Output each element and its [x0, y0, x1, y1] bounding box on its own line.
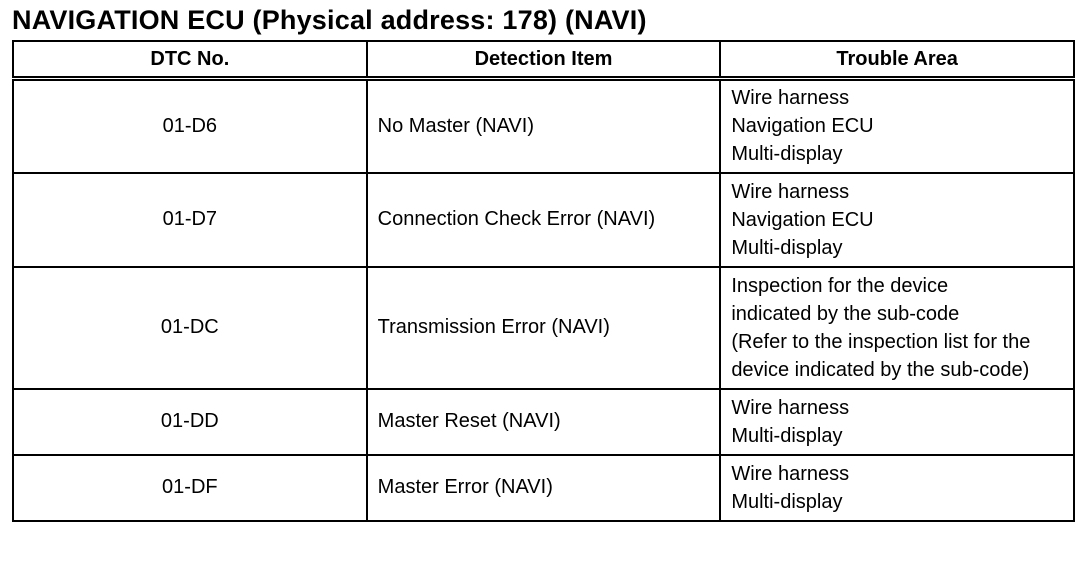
- trouble-area-line: Navigation ECU: [731, 208, 874, 231]
- detection-item-cell: Transmission Error (NAVI): [365, 265, 722, 390]
- trouble-area-cell: Wire harness Navigation ECU Multi-displa…: [719, 77, 1075, 174]
- table-row: 01-DF Master Error (NAVI) Wire harness M…: [12, 453, 1075, 522]
- trouble-area-line: Multi-display: [731, 490, 843, 513]
- table-row: 01-D7 Connection Check Error (NAVI) Wire…: [12, 171, 1075, 268]
- trouble-area-line: Multi-display: [731, 236, 843, 259]
- dtc-cell: 01-DD: [12, 387, 368, 456]
- trouble-area-line: Wire harness: [731, 396, 850, 419]
- trouble-area-line: Wire harness: [731, 462, 850, 485]
- table-header-row: DTC No. Detection Item Trouble Area: [12, 40, 1075, 81]
- detection-item-cell: Master Error (NAVI): [365, 453, 722, 522]
- dtc-cell: 01-DC: [12, 265, 368, 390]
- trouble-area-line: (Refer to the inspection list for the: [731, 330, 1031, 353]
- detection-item-cell: No Master (NAVI): [365, 77, 722, 174]
- dtc-table: DTC No. Detection Item Trouble Area 01-D…: [12, 40, 1075, 522]
- dtc-cell: 01-D7: [12, 171, 368, 268]
- trouble-area-line: Wire harness: [731, 180, 850, 203]
- table-row: 01-DD Master Reset (NAVI) Wire harness M…: [12, 387, 1075, 456]
- trouble-area-cell: Wire harness Multi-display: [719, 453, 1075, 522]
- column-header-detection-item: Detection Item: [365, 40, 722, 81]
- trouble-area-line: Navigation ECU: [731, 115, 874, 138]
- trouble-area-cell: Wire harness Navigation ECU Multi-displa…: [719, 171, 1075, 268]
- page-title: NAVIGATION ECU (Physical address: 178) (…: [12, 5, 647, 35]
- trouble-area-line: Multi-display: [731, 424, 843, 447]
- detection-item-cell: Master Reset (NAVI): [365, 387, 722, 456]
- column-header-trouble-area: Trouble Area: [719, 40, 1075, 81]
- column-header-dtc-no: DTC No.: [12, 40, 368, 81]
- trouble-area-line: indicated by the sub-code: [731, 302, 960, 325]
- table-row: 01-D6 No Master (NAVI) Wire harness Navi…: [12, 77, 1075, 174]
- trouble-area-line: Wire harness: [731, 87, 850, 110]
- trouble-area-cell: Wire harness Multi-display: [719, 387, 1075, 456]
- dtc-cell: 01-DF: [12, 453, 368, 522]
- trouble-area-line: Inspection for the device: [731, 274, 949, 297]
- trouble-area-line: Multi-display: [731, 143, 843, 166]
- table-row: 01-DC Transmission Error (NAVI) Inspecti…: [12, 265, 1075, 390]
- trouble-area-cell: Inspection for the device indicated by t…: [719, 265, 1075, 390]
- trouble-area-line: device indicated by the sub-code): [731, 358, 1030, 381]
- detection-item-cell: Connection Check Error (NAVI): [365, 171, 722, 268]
- dtc-cell: 01-D6: [12, 77, 368, 174]
